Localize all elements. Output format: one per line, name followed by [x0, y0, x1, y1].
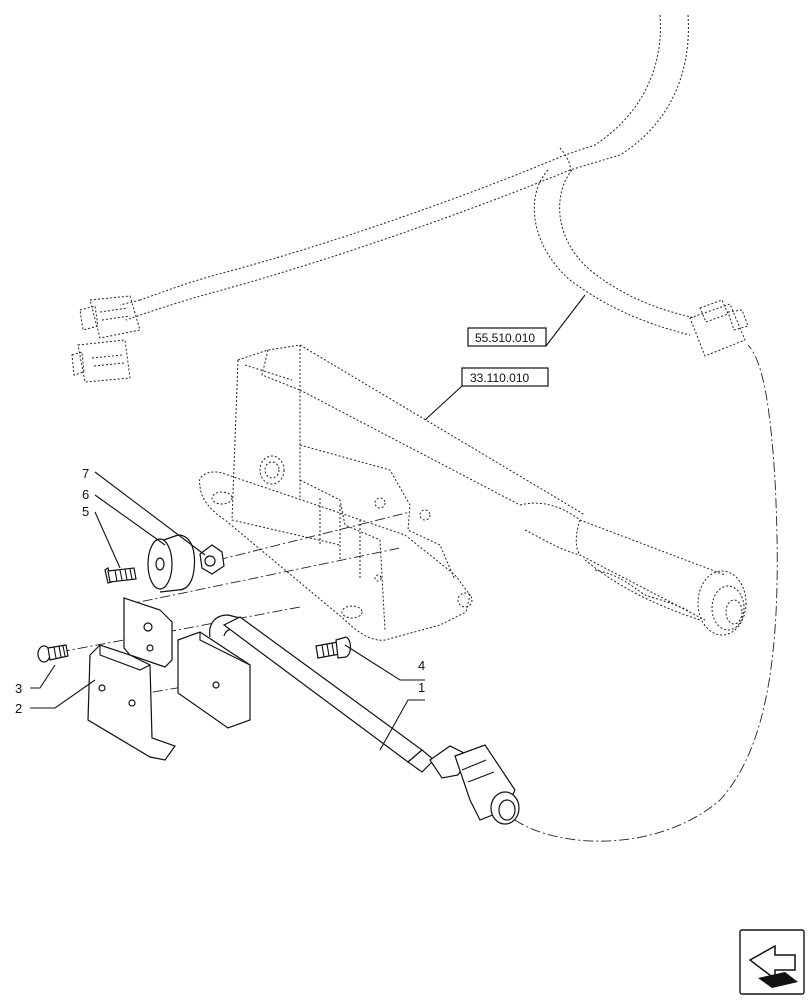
- callout-3: 3: [15, 681, 22, 696]
- bracket-part-2: [87, 597, 176, 761]
- reference-55-label[interactable]: 55.510.010: [475, 331, 535, 345]
- reference-33[interactable]: 33.110.010: [424, 367, 549, 421]
- switch-part-1: [177, 614, 520, 825]
- arrow-nav-icon[interactable]: [739, 929, 805, 995]
- callout-7: 7: [82, 466, 89, 481]
- hand-lever-assembly: [198, 344, 747, 641]
- callout-5: 5: [82, 504, 89, 519]
- callout-4: 4: [418, 658, 425, 673]
- reference-55[interactable]: 55.510.010: [467, 294, 586, 347]
- callout-2: 2: [15, 701, 22, 716]
- screw-part-4: [315, 636, 352, 659]
- spacer-part-6: [147, 534, 196, 593]
- screw-part-5: [104, 567, 137, 584]
- wiring-harness: [71, 14, 749, 383]
- nut-part-7: [199, 544, 225, 575]
- screw-part-3: [37, 644, 69, 663]
- reference-33-label[interactable]: 33.110.010: [470, 371, 529, 385]
- callout-1: 1: [418, 680, 425, 695]
- callouts: 7 6 5 3 2 4 1: [15, 466, 425, 751]
- callout-6: 6: [82, 487, 89, 502]
